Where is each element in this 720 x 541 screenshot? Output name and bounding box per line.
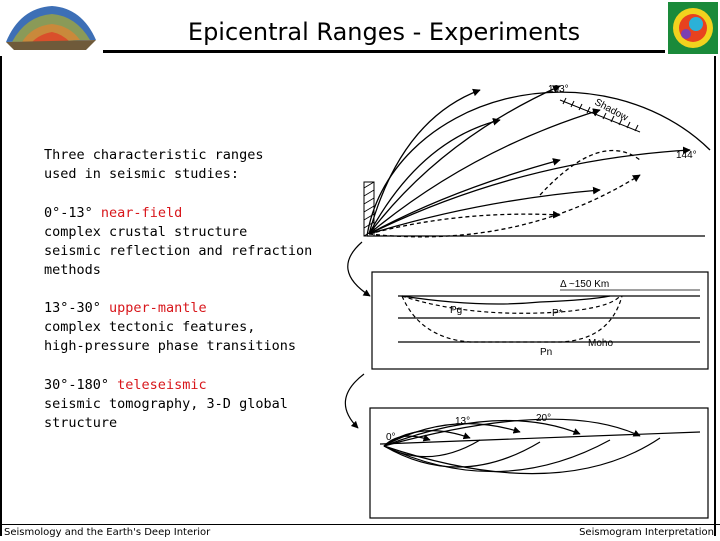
range-desc-line: high-pressure phase transitions xyxy=(44,338,296,354)
range-degrees: 0°-13° xyxy=(44,205,93,221)
range-name: teleseismic xyxy=(117,377,207,393)
label-pn: Pn xyxy=(540,347,552,358)
label-103: 103° xyxy=(548,84,569,95)
range-degrees: 30°-180° xyxy=(44,377,110,393)
page-title: Epicentral Ranges - Experiments xyxy=(187,18,581,46)
range-desc-line: structure xyxy=(44,415,118,431)
earth-cutaway-logo xyxy=(2,2,100,54)
intro-text: Three characteristic ranges used in seis… xyxy=(44,146,263,184)
range-desc-line: complex crustal structure xyxy=(44,224,248,240)
earth-half-diagram xyxy=(363,85,711,238)
range-name: near-field xyxy=(100,205,183,221)
label-20: 20° xyxy=(536,413,551,424)
globe-tomography-logo xyxy=(668,2,718,54)
range-desc-line: seismic reflection and refraction xyxy=(44,243,313,259)
footer-topic: Seismogram Interpretation xyxy=(579,527,714,538)
label-p-star: P* xyxy=(552,308,563,319)
range-teleseismic: 30°-180° teleseismic seismic tomography,… xyxy=(44,376,288,433)
range-degrees: 13°-30° xyxy=(44,300,101,316)
label-delta: Δ ~150 Km xyxy=(560,279,609,290)
range-desc-line: seismic tomography, 3-D global xyxy=(44,396,288,412)
content-frame xyxy=(0,56,716,536)
intro-line-2: used in seismic studies: xyxy=(44,166,240,182)
slide-header: Epicentral Ranges - Experiments xyxy=(0,0,720,56)
mantle-diagram xyxy=(369,407,709,519)
label-144: 144° xyxy=(676,150,697,161)
seismic-ray-figure: 103° Shadow 144° Δ ~150 Km Pg P* Moho Pn… xyxy=(344,84,711,519)
footer-course: Seismology and the Earth's Deep Interior xyxy=(4,527,211,538)
title-bar: Epicentral Ranges - Experiments xyxy=(103,0,665,53)
range-desc-line: complex tectonic features, xyxy=(44,319,256,335)
arrow-to-crust xyxy=(347,241,371,297)
range-upper-mantle: 13°-30° upper-mantle complex tectonic fe… xyxy=(44,299,296,356)
label-moho: Moho xyxy=(588,338,613,349)
range-desc-line: methods xyxy=(44,262,101,278)
label-0: 0° xyxy=(386,432,396,443)
crust-diagram xyxy=(371,271,709,370)
label-13: 13° xyxy=(455,416,470,427)
arrow-to-mantle xyxy=(344,373,365,429)
label-pg: Pg xyxy=(450,305,462,316)
slide-footer: Seismology and the Earth's Deep Interior… xyxy=(0,524,720,541)
intro-line-1: Three characteristic ranges xyxy=(44,147,264,163)
range-near-field: 0°-13° near-field complex crustal struct… xyxy=(44,204,312,280)
range-name: upper-mantle xyxy=(109,300,207,316)
